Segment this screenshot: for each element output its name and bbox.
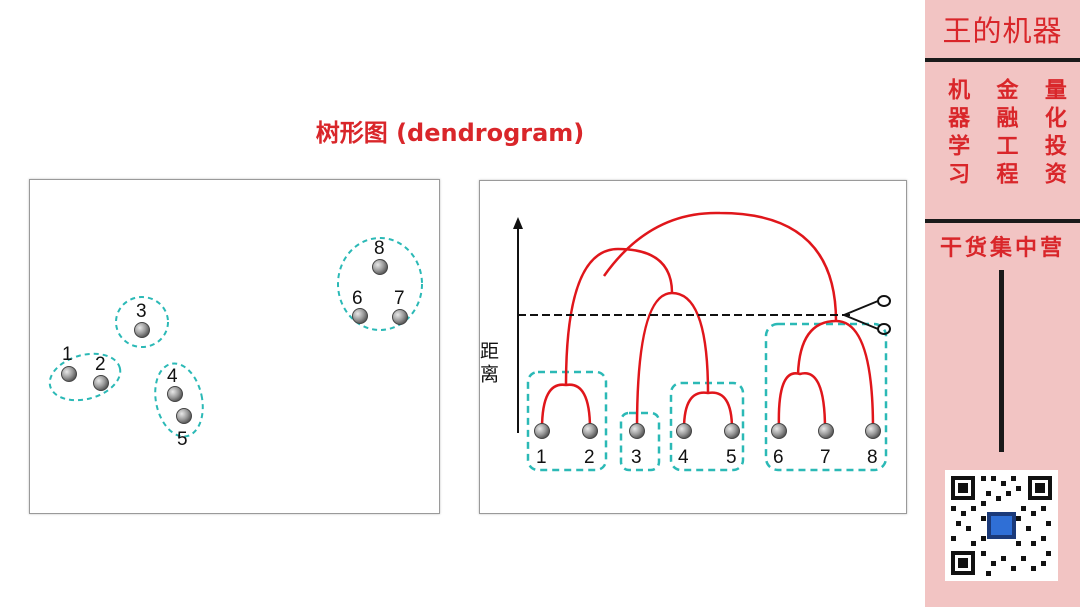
- leaf-7: [818, 423, 834, 439]
- topic-column-2: 金融工程: [992, 78, 1019, 190]
- cluster-ellipse-6-7-8: [337, 237, 423, 331]
- leaf-1: [534, 423, 550, 439]
- cluster-ellipse-3: [115, 296, 169, 348]
- branch-1-2: [540, 383, 592, 430]
- leaf-4: [676, 423, 692, 439]
- point-label-4: 4: [167, 366, 178, 387]
- sidebar: 王的机器 机器学习 金融工程 量化投资 干货集中营: [925, 0, 1080, 607]
- scissors-icon: [843, 295, 891, 335]
- divider-top: [925, 58, 1080, 62]
- point-label-1: 1: [62, 344, 73, 365]
- topic-columns: 机器学习 金融工程 量化投资: [933, 78, 1078, 208]
- point-label-8: 8: [374, 238, 385, 259]
- slide-title: 树形图 (dendrogram): [315, 119, 585, 147]
- qr-code-svg: [945, 470, 1058, 581]
- point-label-6: 6: [352, 288, 363, 309]
- cluster-box-3: [619, 411, 661, 472]
- leaf-label-1: 1: [536, 447, 547, 468]
- axis-label: 距离: [480, 341, 499, 387]
- cluster-ellipse-1-2: [48, 352, 122, 402]
- point-6: [352, 308, 368, 324]
- leaf-label-6: 6: [773, 447, 784, 468]
- leaf-label-2: 2: [584, 447, 595, 468]
- qr-code-icon[interactable]: [945, 470, 1058, 581]
- branch-6-7: [777, 372, 827, 430]
- point-5: [176, 408, 192, 424]
- branch-3-45: [635, 291, 710, 430]
- leaf-8: [865, 423, 881, 439]
- leaf-label-4: 4: [678, 447, 689, 468]
- topic-column-1: 机器学习: [944, 78, 971, 190]
- point-1: [61, 366, 77, 382]
- branch-67-8: [796, 319, 875, 430]
- point-label-5: 5: [177, 429, 188, 450]
- leaf-label-3: 3: [631, 447, 642, 468]
- leaf-label-8: 8: [867, 447, 878, 468]
- axis-arrow: [513, 217, 523, 229]
- branch-4-5: [682, 391, 734, 430]
- scatter-panel: 1 2 3 4 5 6 7 8: [29, 179, 440, 514]
- point-3: [134, 322, 150, 338]
- point-4: [167, 386, 183, 402]
- leaf-label-7: 7: [820, 447, 831, 468]
- dendrogram-svg: 距离: [480, 211, 891, 472]
- slogan: 干货集中营: [939, 235, 1065, 261]
- point-2: [93, 375, 109, 391]
- point-label-2: 2: [95, 354, 106, 375]
- branch-12-345: [564, 247, 674, 386]
- leaf-3: [629, 423, 645, 439]
- dendrogram-branches: [540, 211, 875, 430]
- leaf-6: [771, 423, 787, 439]
- point-label-7: 7: [394, 288, 405, 309]
- point-7: [392, 309, 408, 325]
- point-8: [372, 259, 388, 275]
- point-label-3: 3: [136, 301, 147, 322]
- divider-bottom: [925, 219, 1080, 223]
- scatter-svg: 1 2 3 4 5 6 7 8: [48, 237, 423, 450]
- leaf-2: [582, 423, 598, 439]
- cluster-ellipse-4-5: [154, 362, 204, 438]
- dendrogram-panel: 距离: [479, 180, 907, 514]
- cluster-box-6-7-8: [764, 322, 888, 472]
- branch-root: [602, 211, 838, 322]
- topic-column-3: 量化投资: [1040, 78, 1067, 190]
- leaf-5: [724, 423, 740, 439]
- brand-title: 王的机器: [942, 14, 1063, 48]
- leaf-label-5: 5: [726, 447, 737, 468]
- vertical-line: [999, 270, 1004, 452]
